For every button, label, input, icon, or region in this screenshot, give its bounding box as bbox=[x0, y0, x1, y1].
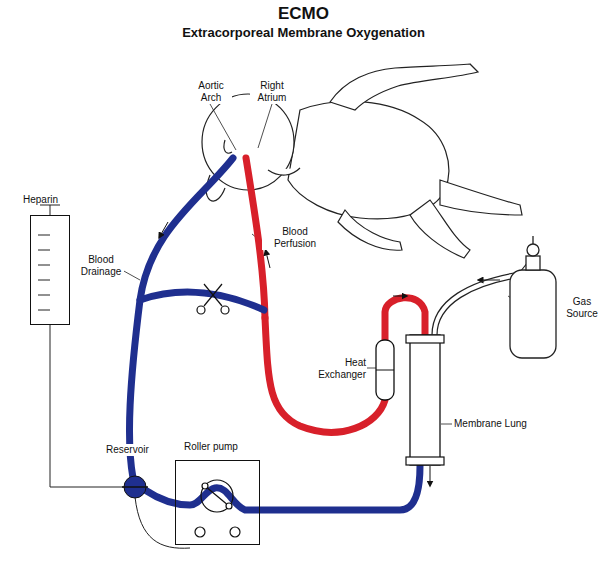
pump-box: Roller pump bbox=[175, 460, 260, 545]
diagram-title: ECMO bbox=[0, 4, 607, 24]
gas-cylinder bbox=[510, 236, 556, 358]
part-label: Reservoir bbox=[106, 444, 149, 456]
part-label: Aortic Arch bbox=[190, 80, 232, 104]
part-label: Membrane Lung bbox=[454, 418, 527, 430]
part-label: Right Atrium bbox=[250, 80, 294, 104]
part-label: Heat Exchanger bbox=[296, 357, 366, 381]
node-heading: Heparin bbox=[23, 194, 58, 205]
subtitle: Extracorporeal Membrane Oxygenation bbox=[0, 25, 607, 40]
part-label: Gas Source bbox=[560, 296, 604, 320]
tube-label: Blood Drainage bbox=[78, 254, 124, 278]
node-heading: Roller pump bbox=[184, 441, 238, 452]
membrane-lung bbox=[410, 335, 440, 465]
heat-exchanger bbox=[376, 340, 394, 400]
tube-label: Blood Perfusion bbox=[262, 226, 328, 250]
syringe-box: Heparin bbox=[30, 215, 70, 325]
